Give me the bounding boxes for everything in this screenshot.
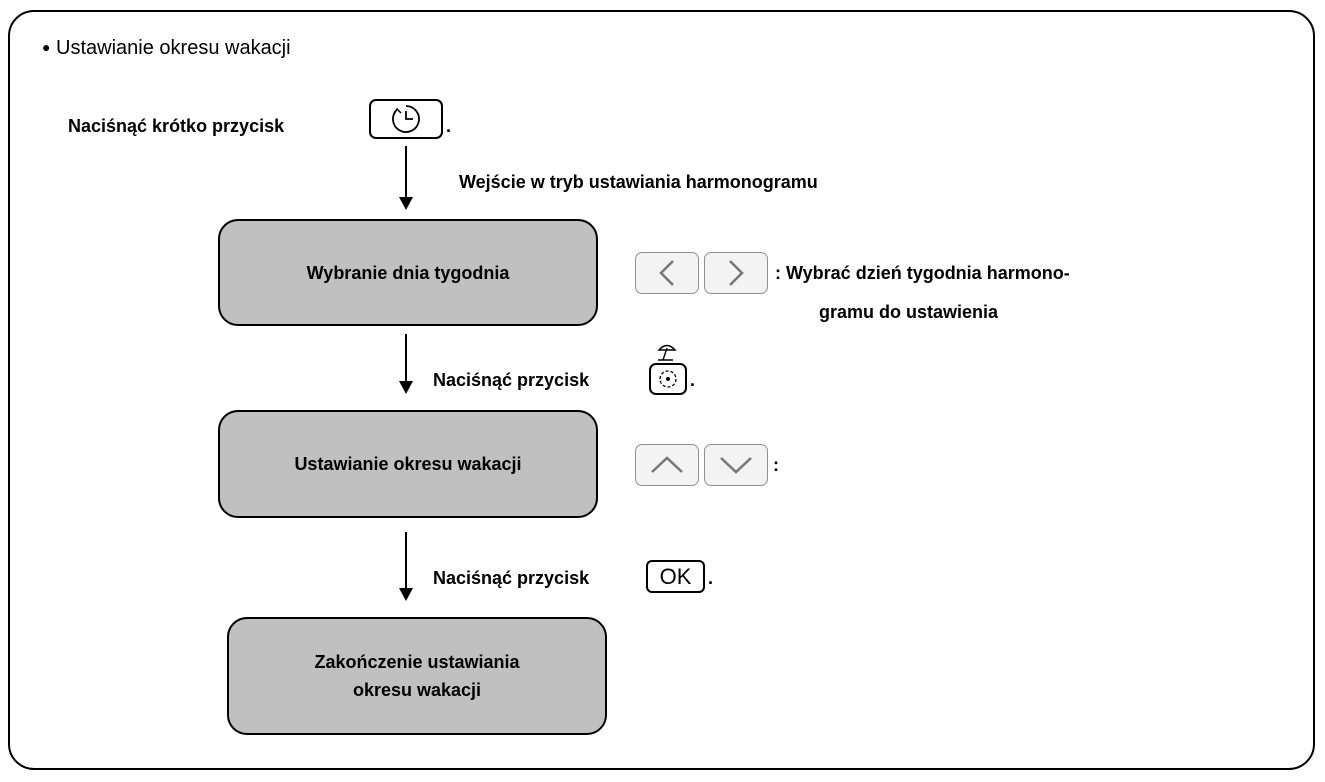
step3-text: Naciśnąć przycisk [433, 568, 590, 588]
box1-text: Wybranie dnia tygodnia [306, 262, 510, 283]
clock-icon [392, 105, 420, 133]
down-arrow-key-icon [720, 457, 752, 474]
step1-text: Naciśnąć krótko przycisk [68, 116, 285, 136]
ok-key-label: OK [659, 563, 692, 589]
right-arrow-key-icon [729, 260, 744, 286]
flow-arrow-2 [399, 334, 413, 394]
box2-note: : [773, 455, 779, 475]
flow-arrow-1 [399, 146, 413, 210]
step-box-set-holiday: Ustawianie okresu wakacji [218, 410, 598, 518]
step1-label: Naciśnąć krótko przycisk [68, 116, 284, 137]
left-arrow-key-icon [659, 260, 674, 286]
transition-1-label: Wejście w tryb ustawiania harmonogramu [459, 172, 818, 192]
box1-note-line2: gramu do ustawienia [819, 302, 999, 322]
step2-suffix: . [690, 370, 696, 390]
section-heading: ● Ustawianie okresu wakacji [42, 37, 291, 60]
holiday-key [648, 339, 688, 397]
step-box-finish: Zakończenie ustawiania okresu wakacji [227, 617, 607, 735]
step3-label: Naciśnąć przycisk [433, 568, 589, 589]
box3-line1: Zakończenie ustawiania [314, 652, 520, 672]
holiday-settings-icon [649, 344, 687, 395]
left-key [635, 252, 699, 294]
heading-text: Ustawianie okresu wakacji [56, 37, 291, 59]
step-box-select-day: Wybranie dnia tygodnia [218, 219, 598, 326]
step1-suffix: . [446, 116, 452, 136]
ok-key: OK [646, 560, 705, 593]
flow-arrow-3 [399, 532, 413, 601]
step3-suffix: . [708, 568, 714, 588]
clock-key [369, 99, 443, 139]
box1-note-line1: : Wybrać dzień tygodnia harmono- [775, 263, 1070, 283]
diagram-frame [8, 10, 1315, 770]
step2-label: Naciśnąć przycisk [433, 370, 589, 391]
up-key [635, 444, 699, 486]
right-key [704, 252, 768, 294]
box2-text: Ustawianie okresu wakacji [294, 454, 522, 474]
step2-text: Naciśnąć przycisk [433, 370, 590, 390]
down-key [704, 444, 768, 486]
up-arrow-key-icon [651, 456, 683, 473]
box3-line2: okresu wakacji [352, 680, 482, 700]
bullet-icon: ● [42, 39, 51, 55]
